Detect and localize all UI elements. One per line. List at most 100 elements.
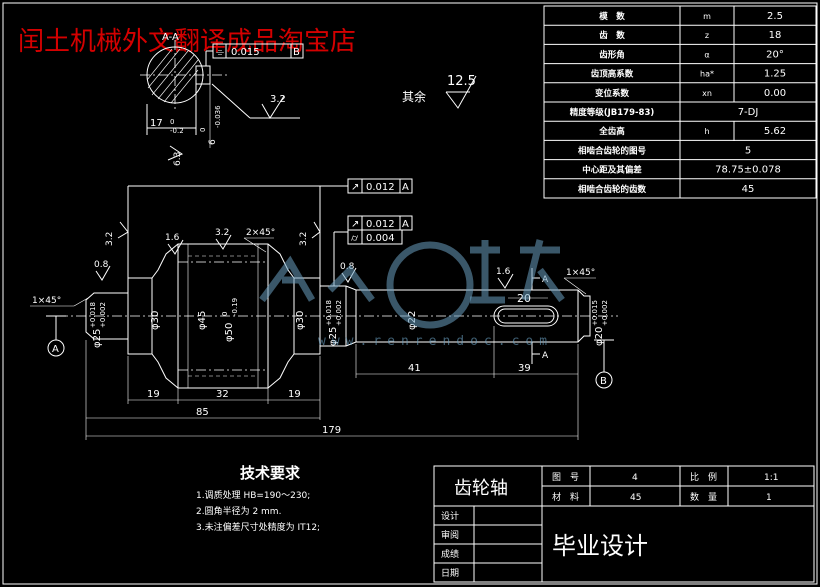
r08a: 0.8 xyxy=(94,260,109,270)
runout1-tol: 0.012 xyxy=(366,182,395,193)
watermark-logo: www.renrendoc.com xyxy=(259,239,565,349)
chamfer3: 1×45° xyxy=(566,268,595,278)
depth-tol2: -0.2 xyxy=(170,127,184,135)
width-tol2: -0.036 xyxy=(214,105,222,128)
param-name: 变位系数 xyxy=(595,88,630,99)
d25b-tol2: +0.002 xyxy=(335,300,343,326)
d45: φ45 xyxy=(197,311,208,330)
svg-text:⌭: ⌭ xyxy=(351,233,359,244)
watermark-url: www.renrendoc.com xyxy=(318,334,553,349)
param-value: 5.62 xyxy=(764,126,786,137)
param-symbol: ha* xyxy=(700,70,714,79)
len-19b: 19 xyxy=(288,389,301,400)
chamfer2: 1×45° xyxy=(32,296,61,306)
param-name: 模 数 xyxy=(599,11,625,22)
param-symbol: m xyxy=(703,12,711,21)
d20-tol: +0.015 xyxy=(591,300,599,326)
depth-tol1: 0 xyxy=(170,118,174,126)
drawing-no-label: 图 号 xyxy=(552,472,579,483)
param-name: 中心距及其偏差 xyxy=(582,165,642,176)
param-name: 相啮合齿轮的图号 xyxy=(578,145,647,156)
r16a: 1.6 xyxy=(165,233,180,243)
param-value: 1.25 xyxy=(764,69,786,80)
width-dim: 6 xyxy=(208,139,218,145)
material: 45 xyxy=(630,493,641,503)
r32a: 3.2 xyxy=(105,232,115,246)
runout2-datum: A xyxy=(402,219,409,230)
section-rough: 3.2 xyxy=(270,94,286,105)
datum-a: A xyxy=(52,344,59,355)
param-name: 精度等级(JB179-83) xyxy=(570,107,655,118)
param-name: 齿顶高系数 xyxy=(591,69,634,80)
chamfer1: 2×45° xyxy=(246,228,275,238)
d25b: φ25 xyxy=(328,327,339,346)
r32c: 3.2 xyxy=(299,232,309,246)
param-value: 78.75±0.078 xyxy=(715,165,781,176)
part-name: 齿轮轴 xyxy=(454,478,508,499)
shaft-main-view: A A xyxy=(58,243,618,389)
tech-item-1: 1.调质处理 HB=190～230; xyxy=(196,489,310,501)
d25a: φ25 xyxy=(92,329,103,348)
param-value: 18 xyxy=(769,30,782,41)
tech-item-2: 2.圆角半径为 2 mm. xyxy=(196,505,281,517)
param-symbol: h xyxy=(704,127,709,136)
d50: φ50 xyxy=(224,323,235,342)
svg-text:↗: ↗ xyxy=(351,182,359,193)
r16b: 1.6 xyxy=(496,267,511,277)
qty-label: 数 量 xyxy=(690,491,717,503)
other-rough-label: 其余 xyxy=(402,89,426,104)
d50-tol: 0 xyxy=(221,312,229,316)
section-view-aa: A-A ⌯ 0.015 B 3.2 17 0 -0.2 6 0 -0.036 xyxy=(140,32,304,166)
drawing-no: 4 xyxy=(632,473,638,483)
datum-b: B xyxy=(600,376,607,387)
param-name: 齿 数 xyxy=(599,30,625,41)
gear-parameters-table: 模 数 m 2.5 齿 数 z 18 齿形角 α 20° 齿顶高系数 ha* 1.25 变位系数 xn 0.… xyxy=(543,5,817,199)
len-41: 41 xyxy=(408,363,421,374)
grade-label: 成绩 xyxy=(441,548,459,560)
d20-tol2: +0.002 xyxy=(601,300,609,326)
r32b: 3.2 xyxy=(215,228,229,238)
d20: φ20 xyxy=(594,327,605,346)
other-rough-value: 12.5 xyxy=(447,74,476,89)
section-label: A-A xyxy=(162,32,179,43)
param-symbol: z xyxy=(705,31,709,40)
flatness-tol: 0.015 xyxy=(231,47,260,58)
gdt-frames: ↗ 0.012 A ↗ 0.012 A ⌭ 0.004 xyxy=(128,178,413,286)
param-value: 0.00 xyxy=(764,88,786,99)
depth-dim: 17 xyxy=(150,118,163,129)
param-name: 齿形角 xyxy=(599,49,625,60)
date-label: 日期 xyxy=(441,568,459,579)
length-dims: 19 32 19 85 41 39 179 xyxy=(85,326,579,440)
param-value: 45 xyxy=(742,184,755,195)
param-symbol: α xyxy=(704,50,709,59)
left-rough: 6.3 xyxy=(173,152,183,166)
scale: 1:1 xyxy=(764,473,778,483)
len-85: 85 xyxy=(196,407,209,418)
svg-text:↗: ↗ xyxy=(351,219,359,230)
technical-requirements: 技术要求 1.调质处理 HB=190～230; 2.圆角半径为 2 mm. 3.… xyxy=(196,464,320,533)
other-roughness: 其余 12.5 xyxy=(402,74,477,109)
width-tol1: 0 xyxy=(199,128,207,132)
param-value: 2.5 xyxy=(767,11,783,22)
len-179: 179 xyxy=(322,425,341,436)
len-19a: 19 xyxy=(147,389,160,400)
tech-item-3: 3.未注偏差尺寸处精度为 IT12; xyxy=(196,521,320,533)
len-32: 32 xyxy=(216,389,229,400)
design-label: 设计 xyxy=(441,510,459,522)
roughness-callouts: 3.2 1.6 3.2 2×45° 3.2 0.8 0.8 1.6 1×45° … xyxy=(30,186,596,307)
len-39: 39 xyxy=(518,363,531,374)
d25a-tol2: +0.002 xyxy=(99,302,107,328)
d30b: φ30 xyxy=(295,311,306,330)
param-value: 7-DJ xyxy=(738,107,759,118)
runout2-tol: 0.012 xyxy=(366,219,395,230)
tech-title: 技术要求 xyxy=(240,464,301,482)
param-value: 20° xyxy=(766,49,784,60)
flatness-datum: B xyxy=(293,47,300,58)
r08b: 0.8 xyxy=(340,262,355,272)
scale-label: 比 例 xyxy=(690,471,717,483)
sec-mark-bottom: A xyxy=(542,351,549,361)
param-symbol: xn xyxy=(702,89,712,98)
title-block: 齿轮轴 图 号 4 比 例 1:1 材 料 45 数 量 1 设计 审阅 成绩 … xyxy=(433,465,815,583)
